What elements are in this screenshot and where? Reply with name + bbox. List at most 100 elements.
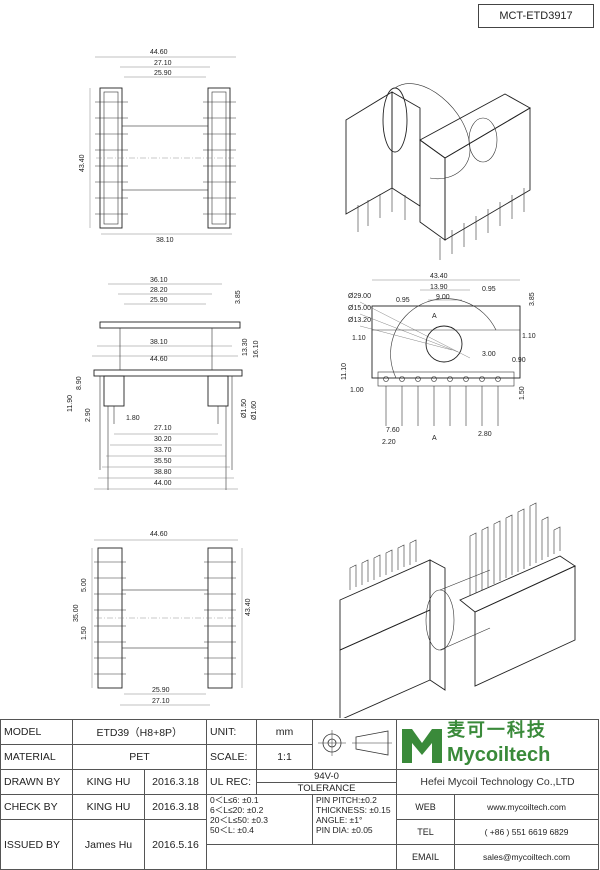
front-dim-pin160: Ø1.60 (251, 401, 258, 420)
front-dim-27: 27.10 (154, 425, 172, 432)
check-name: KING HU (72, 794, 145, 820)
front-dim-pin150: Ø1.50 (241, 399, 248, 418)
side-dim-111: 11.10 (341, 363, 348, 380)
web-label: WEB (396, 794, 456, 820)
tol-row: PIN PITCH:±0.2 (316, 795, 377, 806)
top-dim-width: 44.60 (150, 49, 168, 56)
front-view: 36.10 28.20 25.90 3.85 38.10 44.60 13.30… (67, 277, 260, 490)
front-dim-89: 8.90 (76, 376, 83, 390)
front-dim-25: 25.90 (150, 297, 168, 304)
unit-value: mm (256, 719, 314, 745)
side-dim-22: 2.20 (382, 439, 396, 446)
front-dim-35: 35.50 (154, 458, 172, 465)
bottom-dim-350: 35.00 (73, 604, 80, 622)
tol-row: 6＜L≤20: ±0.2 (210, 805, 264, 815)
tol-row: 20＜L≤50: ±0.3 (210, 815, 269, 825)
tel-label: TEL (396, 819, 456, 845)
front-dim-28: 28.20 (150, 287, 168, 294)
isometric-view-bottom (339, 502, 576, 718)
front-dim-38: 38.10 (150, 339, 168, 346)
top-dim-38: 38.10 (156, 237, 174, 244)
tolerance-other: PIN PITCH:±0.2 THICKNESS: ±0.15 ANGLE: ±… (312, 794, 398, 845)
material-value: PET (71, 744, 208, 770)
front-dim-16: 16.10 (253, 340, 260, 358)
front-dim-385: 3.85 (235, 290, 242, 304)
check-date: 2016.3.18 (143, 794, 208, 820)
technical-drawing: 44.60 27.10 25.90 43.40 38.10 (67, 49, 576, 718)
side-dim-09: 0.90 (512, 357, 526, 364)
projection-symbol (312, 719, 398, 770)
side-dim-o15: Ø15.00 (348, 305, 371, 312)
top-dim-height: 43.40 (79, 154, 86, 172)
mycoil-logo-icon (402, 728, 443, 763)
bottom-dim-259: 25.90 (152, 687, 170, 694)
front-dim-33: 33.70 (154, 447, 172, 454)
side-dim-10: 1.00 (350, 387, 364, 394)
top-view: 44.60 27.10 25.90 43.40 38.10 (79, 49, 236, 244)
drawn-name: KING HU (72, 769, 145, 795)
front-dim-13: 13.30 (242, 338, 249, 356)
tel-value: ( +86 ) 551 6619 6829 (454, 819, 600, 845)
tol-row: ANGLE: ±1° (316, 815, 363, 825)
model-label: MODEL (0, 719, 73, 745)
bottom-dim-271: 27.10 (152, 698, 170, 705)
front-dim-119: 11.90 (67, 395, 74, 412)
tolerance-spacer (206, 844, 398, 870)
side-view: 43.40 13.90 9.00 0.95 0.95 3.85 Ø29.00 Ø… (341, 273, 536, 446)
bottom-dim-15: 1.50 (81, 626, 88, 640)
front-dim-44: 44.60 (150, 356, 168, 363)
side-dim-o29: Ø29.00 (348, 293, 371, 300)
tol-row: PIN DIA: ±0.05 (316, 825, 373, 835)
tolerance-label: TOLERANCE (257, 781, 396, 794)
tolerance-length: 0＜L≤6: ±0.1 6＜L≤20: ±0.2 20＜L≤50: ±0.3 5… (206, 794, 314, 845)
part-number: MCT-ETD3917 (478, 4, 594, 28)
title-block: MODEL ETD39（H8+8P） UNIT: mm 麦可一科技 Mycoil… (0, 719, 600, 870)
section-a-bottom: A (432, 435, 437, 442)
drawn-label: DRAWN BY (0, 769, 73, 795)
side-dim-o132: Ø13.20 (348, 317, 371, 324)
tol-row: 50＜L: ±0.4 (210, 825, 254, 835)
side-dim-30: 3.00 (482, 351, 496, 358)
web-value[interactable]: www.mycoiltech.com (454, 794, 600, 820)
first-angle-projection-icon (318, 730, 393, 756)
front-dim-18: 1.80 (126, 415, 140, 422)
scale-label: SCALE: (206, 744, 258, 770)
side-dim-90: 9.00 (436, 294, 450, 301)
side-dim-28: 2.80 (478, 431, 492, 438)
side-dim-139: 13.90 (430, 284, 448, 291)
material-label: MATERIAL (0, 744, 73, 770)
side-dim-110a: 1.10 (352, 335, 366, 342)
bottom-dim-434: 43.40 (245, 598, 252, 616)
tol-row: 0＜L≤6: ±0.1 (210, 795, 259, 806)
section-a-top: A (432, 313, 437, 320)
check-label: CHECK BY (0, 794, 73, 820)
brand-logo: 麦可一科技 Mycoiltech (396, 719, 600, 770)
side-dim-15: 1.50 (519, 386, 526, 400)
front-dim-36: 36.10 (150, 277, 168, 284)
issued-label: ISSUED BY (0, 819, 73, 870)
top-dim-27: 27.10 (154, 60, 172, 67)
brand-cn: 麦可一科技 (446, 720, 547, 742)
front-dim-30: 30.20 (154, 436, 172, 443)
side-dim-76: 7.60 (386, 427, 400, 434)
bottom-view: 44.60 5.00 35.00 1.50 43.40 25.90 27.10 (73, 531, 252, 706)
model-value: ETD39（H8+8P） (71, 719, 208, 745)
scale-value: 1:1 (256, 744, 314, 770)
issued-name: James Hu (72, 819, 145, 870)
ul-value: 94V-0 (314, 770, 339, 782)
side-dim-385: 3.85 (529, 292, 536, 306)
brand-en: Mycoiltech (446, 744, 551, 766)
top-dim-25: 25.90 (154, 70, 172, 77)
email-value[interactable]: sales@mycoiltech.com (454, 844, 600, 870)
drawn-date: 2016.3.18 (143, 769, 208, 795)
bottom-dim-50: 5.00 (81, 578, 88, 592)
email-label: EMAIL (396, 844, 456, 870)
bottom-dim-446: 44.60 (150, 531, 168, 538)
company-name: Hefei Mycoil Technology Co.,LTD (396, 769, 600, 795)
tol-row: THICKNESS: ±0.15 (316, 805, 391, 815)
side-dim-095b: 0.95 (482, 286, 496, 293)
isometric-view-top (345, 83, 531, 260)
unit-label: UNIT: (206, 719, 258, 745)
side-dim-110b: 1.10 (522, 333, 536, 340)
front-dim-440: 44.00 (154, 480, 172, 487)
